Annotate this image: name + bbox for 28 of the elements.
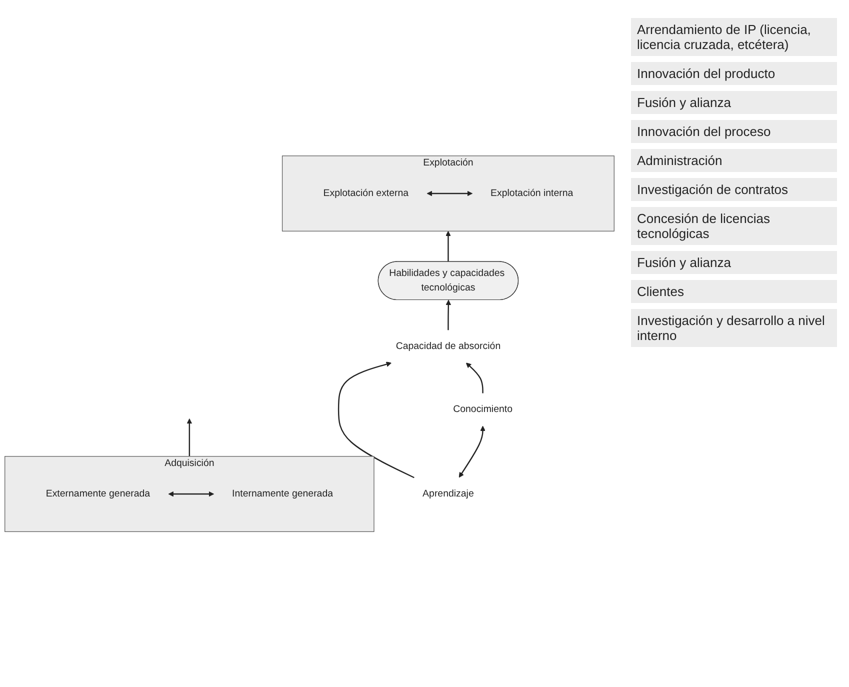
node-text: Aprendizaje <box>422 488 474 499</box>
note-label: Investigación de contratos <box>631 178 837 201</box>
cluster <box>4 456 374 532</box>
note-label: Fusión y alianza <box>631 91 837 114</box>
note-label: Investigación y desarrollo a nivel interno <box>631 309 837 347</box>
note-label: Fusión y alianza <box>631 251 837 274</box>
arrow <box>458 426 486 478</box>
node-text: Explotación externa <box>323 188 409 198</box>
node-text: Internamente generada <box>232 488 334 499</box>
arrow <box>466 362 484 393</box>
arrow <box>446 300 452 330</box>
arrow <box>186 418 192 456</box>
cluster <box>282 155 614 232</box>
note-label: Innovación del producto <box>631 62 837 85</box>
note-label: Clientes <box>631 280 837 303</box>
note-label: Arrendamiento de IP (licencia, licencia cruzada, etcétera) <box>631 18 837 56</box>
node-text: Externamente generada <box>46 488 150 499</box>
node-text: Explotación interna <box>490 188 574 198</box>
note-label: Concesión de licencias tecnológicas <box>631 207 837 245</box>
note-label: Innovación del proceso <box>631 120 837 143</box>
note-label: Administración <box>631 149 837 172</box>
diagram: Adquisición Externamente generada Internamente generada Explotación Explotación externa Explotación interna Habilidades y capacidades tecnológicas Capacidad de absorción Conocimiento Aprendizaje <box>0 150 619 536</box>
node-text: Capacidad de absorción <box>396 340 501 352</box>
arrow <box>426 190 473 196</box>
arrow <box>338 361 414 478</box>
arrow <box>168 491 214 496</box>
arrow <box>446 230 451 262</box>
node-text: Conocimiento <box>453 404 512 414</box>
